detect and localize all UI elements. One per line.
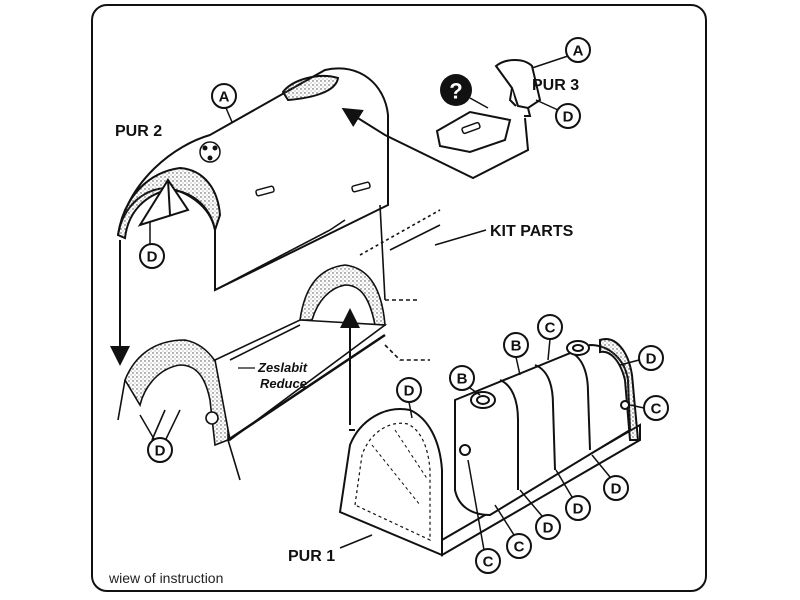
callout-c-bottom-2: C: [467, 459, 501, 574]
callout-d-bottom-3: D: [519, 489, 561, 540]
callouts: A A D D D: [139, 37, 669, 574]
callout-b-top: B: [503, 332, 529, 376]
kit-parts-label: KIT PARTS: [490, 223, 574, 240]
pur1-label: PUR 1: [288, 548, 335, 565]
svg-text:C: C: [651, 401, 662, 418]
callout-d-bottom-2: D: [555, 469, 591, 521]
kit-parts-fuselage: [117, 204, 441, 481]
svg-text:D: D: [147, 249, 158, 266]
zeslabit-label: Zeslabit: [257, 360, 308, 375]
svg-text:C: C: [483, 554, 494, 571]
svg-text:A: A: [219, 89, 230, 106]
callout-d-lower-left: D: [139, 409, 181, 463]
svg-text:D: D: [611, 481, 622, 498]
svg-text:D: D: [404, 383, 415, 400]
pur1-assembly: [338, 338, 641, 557]
svg-text:D: D: [543, 520, 554, 537]
svg-text:A: A: [573, 43, 584, 60]
svg-text:D: D: [563, 109, 574, 126]
caption: wiew of instruction: [109, 570, 224, 586]
svg-text:D: D: [646, 351, 657, 368]
pur3-label: PUR 3: [532, 77, 579, 94]
svg-text:C: C: [545, 320, 556, 337]
svg-text:D: D: [155, 443, 166, 460]
callout-b-left: B: [449, 365, 481, 396]
callout-c-bottom-1: C: [494, 504, 532, 559]
callout-d-right-top: D: [619, 345, 664, 371]
pur3-to-window-arrow: [341, 107, 530, 180]
question-marker: ?: [440, 74, 472, 106]
callout-d-pur1: D: [396, 377, 422, 419]
callout-c-top: C: [537, 314, 563, 361]
callout-d-pur3: D: [535, 99, 581, 129]
svg-text:?: ?: [449, 79, 462, 104]
pur3-parts: [435, 59, 542, 154]
svg-text:B: B: [457, 371, 468, 388]
svg-text:B: B: [511, 338, 522, 355]
callout-d-hood: D: [139, 222, 165, 269]
callout-a-pur3: A: [531, 37, 591, 69]
svg-text:D: D: [573, 501, 584, 518]
reduce-label: Reduce: [260, 376, 307, 391]
svg-text:C: C: [514, 539, 525, 556]
callout-d-bottom-1: D: [591, 454, 629, 501]
pur2-label: PUR 2: [115, 123, 162, 140]
callout-c-right: C: [629, 395, 669, 421]
callout-a-hood: A: [211, 83, 237, 123]
